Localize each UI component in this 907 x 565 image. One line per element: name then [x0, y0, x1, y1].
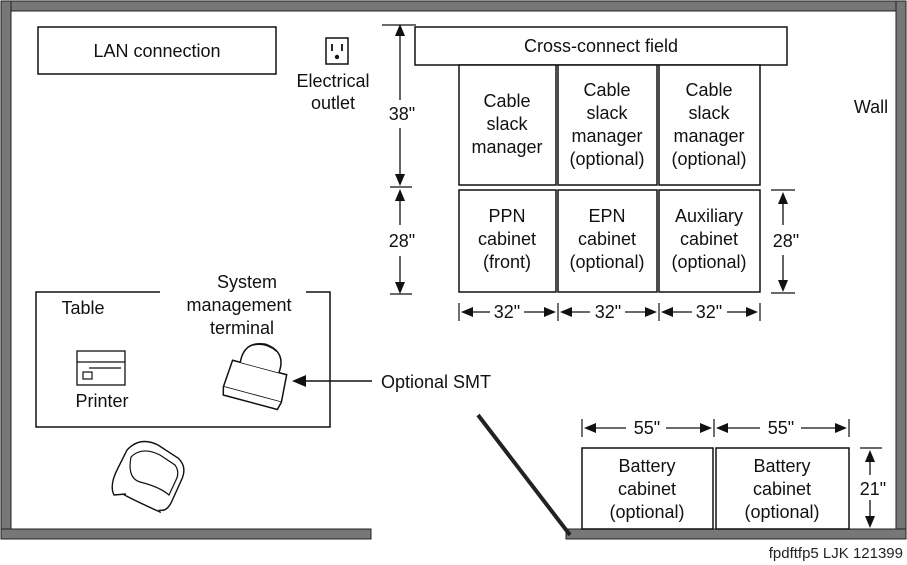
dimension-21-label: 21" — [860, 479, 886, 499]
dimension-55-b-label: 55" — [768, 418, 794, 438]
optional-smt-pointer — [292, 375, 372, 387]
diagram-text: slack — [486, 114, 528, 134]
smt-label-1: System — [217, 272, 277, 292]
electrical-outlet-label-2: outlet — [311, 93, 355, 113]
table-label: Table — [61, 298, 104, 318]
cross-connect-field: Cross-connect field — [414, 26, 788, 66]
diagram-text: cabinet — [618, 479, 676, 499]
cable-slack-manager-3: Cable slack manager (optional) — [658, 64, 761, 186]
diagram-text: Cable — [685, 80, 732, 100]
diagram-text: (front) — [483, 252, 531, 272]
dimension-28-right: 28" — [771, 189, 799, 294]
ppn-cabinet: PPN cabinet (front) — [458, 189, 557, 293]
printer-label: Printer — [75, 391, 128, 411]
diagram-text: PPN — [488, 206, 525, 226]
diagram-text: slack — [688, 103, 730, 123]
room-walls — [0, 0, 907, 540]
diagram-text: cabinet — [753, 479, 811, 499]
door-swing-line — [476, 413, 572, 537]
diagram-text: EPN — [588, 206, 625, 226]
battery-cabinet-1: Battery cabinet (optional) — [581, 447, 714, 530]
smt-label-2: management — [186, 295, 291, 315]
auxiliary-cabinet: Auxiliary cabinet (optional) — [658, 189, 761, 293]
lan-connection-label: LAN connection — [93, 41, 220, 61]
cable-slack-manager-2: Cable slack manager (optional) — [557, 64, 658, 186]
dimension-38: 38" — [382, 24, 416, 188]
dimension-38-label: 38" — [389, 104, 415, 124]
electrical-outlet-icon — [325, 37, 349, 65]
diagram-text: cabinet — [478, 229, 536, 249]
wall-label: Wall — [854, 97, 888, 117]
dimension-21: 21" — [860, 447, 886, 528]
diagram-text: manager — [571, 126, 642, 146]
terminal-icon — [222, 343, 288, 411]
diagram-text: (optional) — [569, 252, 644, 272]
diagram-text: cabinet — [578, 229, 636, 249]
dimension-28-left-label: 28" — [389, 231, 415, 251]
dimension-32-c-label: 32" — [696, 302, 722, 322]
diagram-text: Battery — [618, 456, 675, 476]
diagram-text: manager — [471, 137, 542, 157]
battery-cabinet-2: Battery cabinet (optional) — [715, 447, 850, 530]
diagram-text: cabinet — [680, 229, 738, 249]
epn-cabinet: EPN cabinet (optional) — [557, 189, 658, 293]
diagram-text: (optional) — [744, 502, 819, 522]
diagram-text: (optional) — [671, 252, 746, 272]
diagram-text: Cable — [483, 91, 530, 111]
dimension-28-left: 28" — [389, 189, 415, 295]
diagram-text: Auxiliary — [675, 206, 743, 226]
dimension-55-row: 55" 55" — [581, 418, 850, 438]
diagram-text: manager — [673, 126, 744, 146]
dimension-32-a-label: 32" — [494, 302, 520, 322]
figure-id: fpdftfp5 LJK 121399 — [769, 545, 903, 562]
dimension-28-right-label: 28" — [773, 231, 799, 251]
lan-connection-box: LAN connection — [37, 26, 277, 75]
diagram-text: (optional) — [569, 149, 644, 169]
dimension-32-b-label: 32" — [595, 302, 621, 322]
smt-label-3: terminal — [210, 318, 274, 338]
diagram-text: Cable — [583, 80, 630, 100]
optional-smt-label: Optional SMT — [381, 372, 491, 392]
diagram-text: (optional) — [671, 149, 746, 169]
diagram-text: slack — [586, 103, 628, 123]
printer-icon — [76, 350, 126, 386]
cross-connect-field-label: Cross-connect field — [524, 36, 678, 56]
electrical-outlet-label-1: Electrical — [296, 71, 369, 91]
dimension-32-row: 32" 32" 32" — [458, 302, 761, 322]
cable-slack-manager-1: Cable slack manager — [458, 64, 557, 186]
dimension-55-a-label: 55" — [634, 418, 660, 438]
diagram-text: (optional) — [609, 502, 684, 522]
diagram-text: Battery — [753, 456, 810, 476]
chair-icon — [111, 440, 185, 514]
